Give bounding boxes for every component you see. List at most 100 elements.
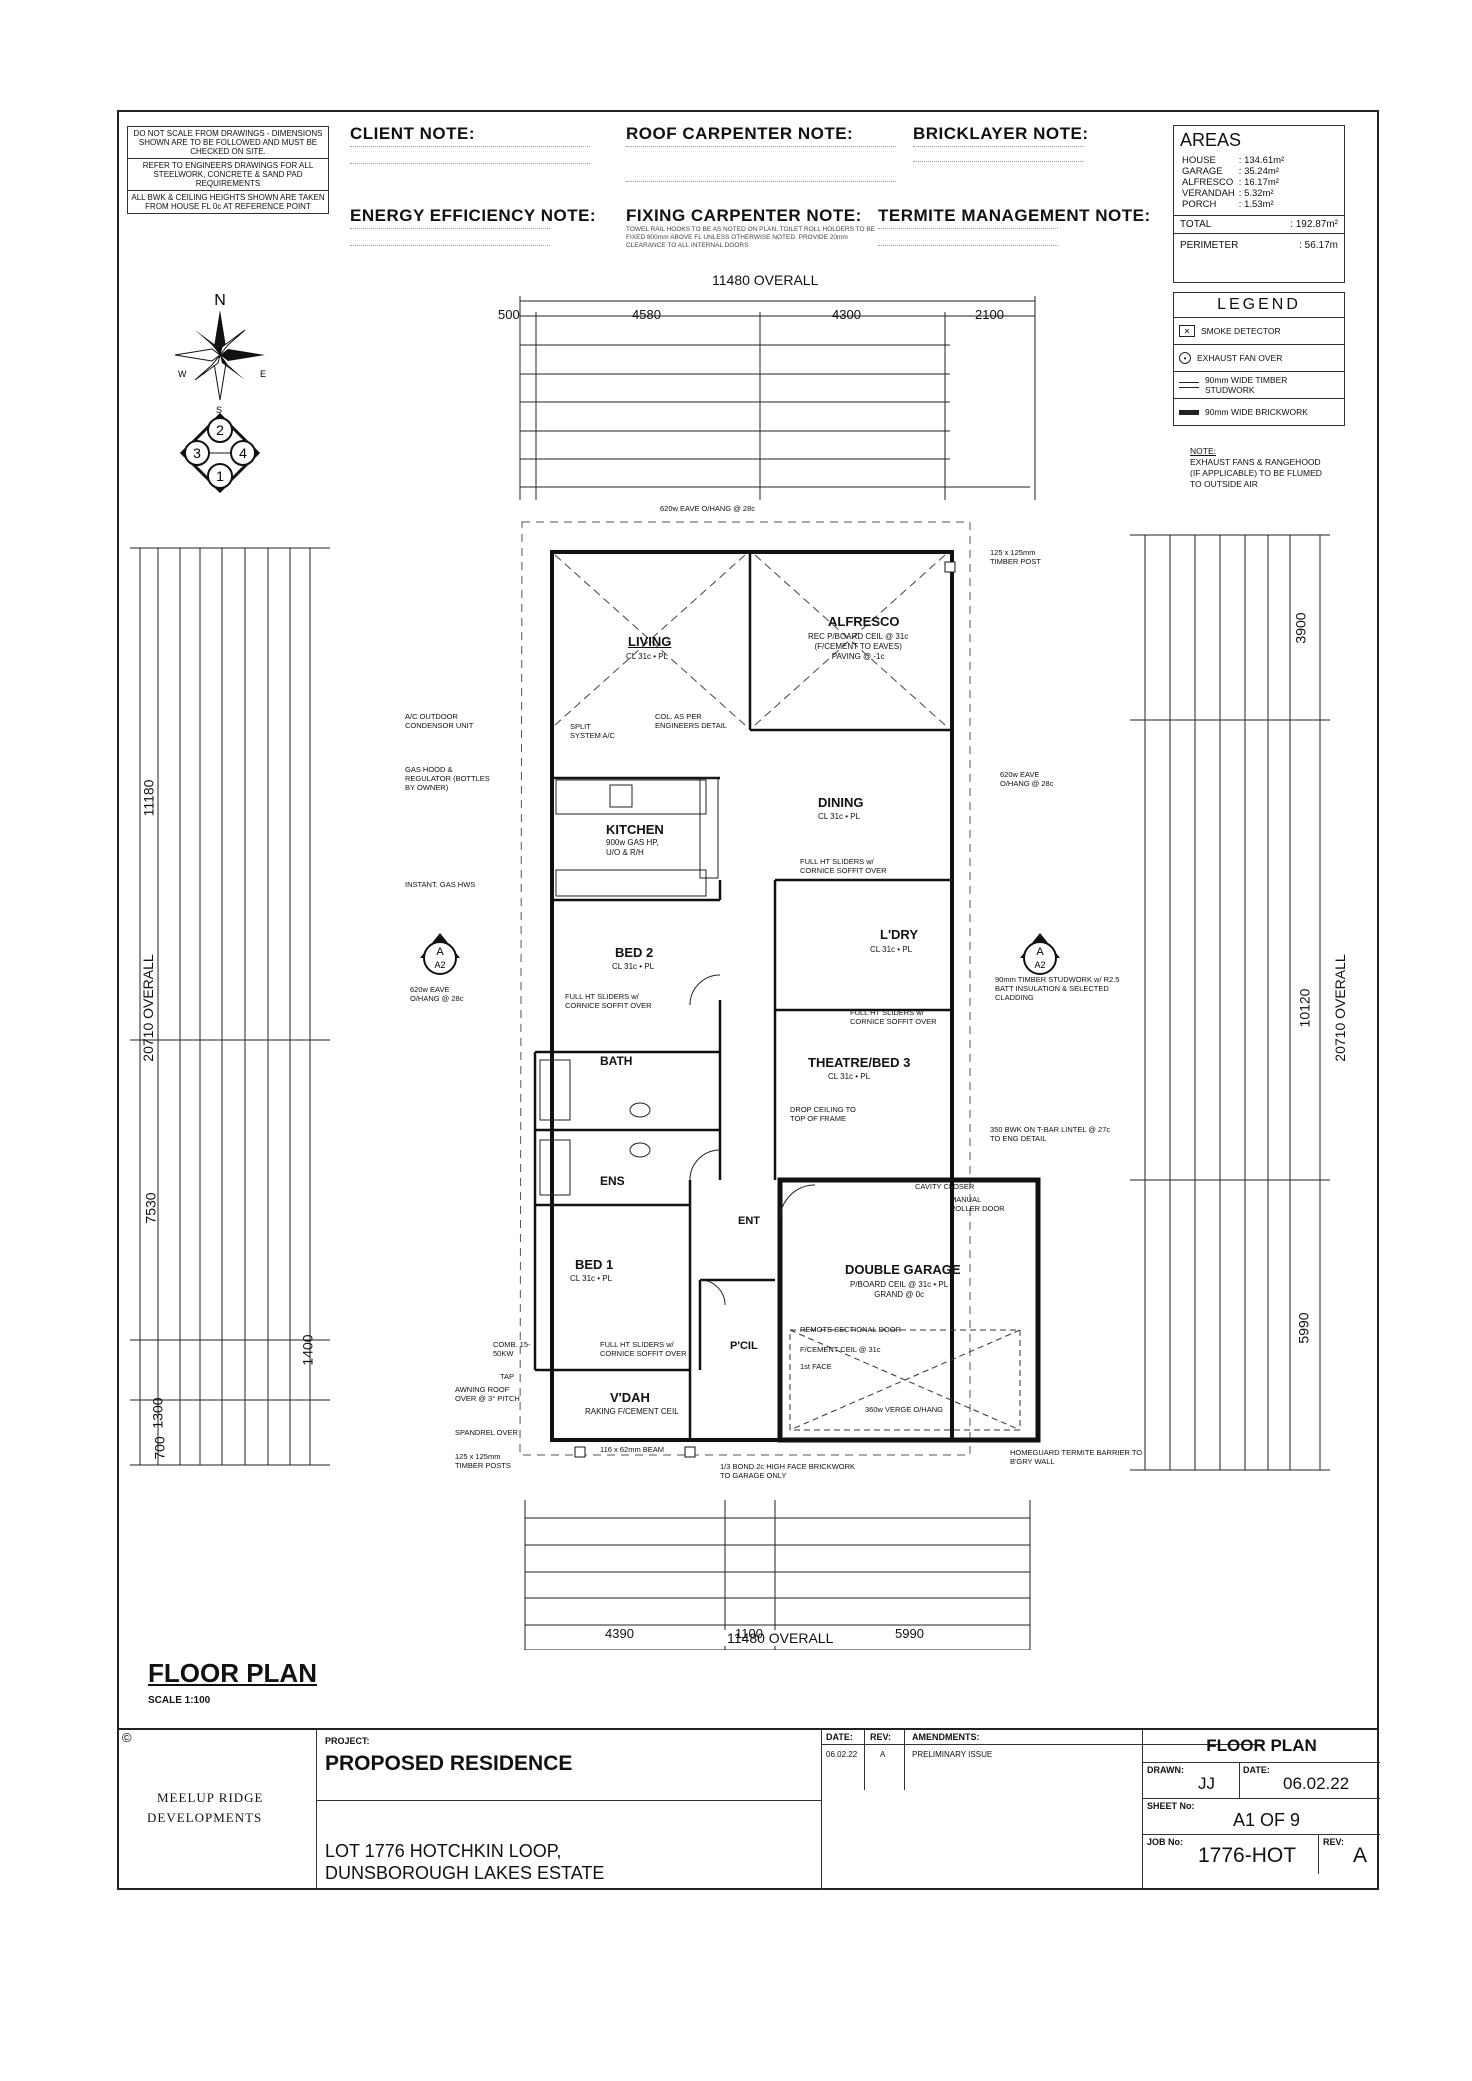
logo-line2: DEVELOPMENTS [147, 1810, 263, 1825]
right-dim: 5990 [1295, 1312, 1312, 1344]
bottom-dim: 5990 [895, 1626, 924, 1641]
areas-total-row: TOTAL : 192.87m² [1174, 215, 1344, 233]
svg-text:W: W [178, 369, 187, 379]
job-row: JOB No: 1776-HOT REV: A [1143, 1834, 1380, 1874]
callout-sliders-bed2: FULL HT SLIDERS w/ CORNICE SOFFIT OVER [565, 992, 652, 1010]
left-dim: 700 [151, 1436, 168, 1460]
legend: LEGEND ✕SMOKE DETECTOR •EXHAUST FAN OVER… [1173, 292, 1345, 426]
garage-floor: GRAND @ 0c [874, 1290, 925, 1299]
title-block: © MEELUP RIDGE DEVELOPMENTS PROJECT: PRO… [117, 1728, 1380, 1892]
divider [864, 1730, 865, 1790]
room-laundry: L'DRY [880, 927, 918, 942]
callout-sliders-theatre: FULL HT SLIDERS w/ CORNICE SOFFIT OVER [850, 1008, 937, 1026]
room-dining-ceiling: CL 31c • PL [818, 812, 861, 821]
address-line2: DUNSBOROUGH LAKES ESTATE [325, 1863, 605, 1883]
note-do-not-scale: DO NOT SCALE FROM DRAWINGS - DIMENSIONS … [128, 127, 328, 159]
drawn-value: JJ [1198, 1774, 1215, 1793]
room-living: LIVING [628, 634, 672, 649]
callout-split: SPLIT SYSTEM A/C [570, 722, 616, 740]
bottom-dim: 4390 [605, 1626, 634, 1641]
legend-label: 90mm WIDE TIMBER STUDWORK [1204, 375, 1288, 395]
timber-stud-icon [1179, 382, 1199, 388]
top-dim: 4580 [632, 307, 661, 322]
energy-note-text [350, 228, 550, 246]
area-label: VERANDAH [1182, 188, 1235, 199]
room-bed2: BED 2 [615, 945, 654, 960]
exhaust-note-line: EXHAUST FANS & RANGEHOOD [1190, 457, 1321, 467]
room-ens: ENS [600, 1174, 625, 1188]
area-value: : 35.24m² [1238, 166, 1279, 177]
divider [1239, 1762, 1240, 1798]
area-value: : 1.53m² [1238, 199, 1274, 210]
room-verandah: V'DAH [610, 1390, 650, 1405]
client-note-text [350, 146, 590, 164]
areas-perimeter-row: PERIMETER : 56.17m [1174, 233, 1344, 257]
client-note-heading: CLIENT NOTE: [350, 124, 475, 143]
sheet-title: FLOOR PLAN [1143, 1730, 1380, 1763]
area-value: : 16.17m² [1238, 177, 1279, 188]
legend-item: 90mm WIDE BRICKWORK [1174, 399, 1344, 425]
exhaust-note: NOTE: EXHAUST FANS & RANGEHOOD (IF APPLI… [1190, 446, 1322, 490]
brickwork-icon [1179, 409, 1199, 415]
room-kitchen: KITCHEN [606, 822, 664, 837]
top-dim: 500 [498, 307, 520, 322]
callout-sliders-bed1: FULL HT SLIDERS w/ CORNICE SOFFIT OVER [600, 1340, 687, 1358]
exhaust-note-line: (IF APPLICABLE) TO BE FLUMED [1190, 468, 1322, 478]
divider [1318, 1834, 1319, 1874]
title-block-logo-cell: © MEELUP RIDGE DEVELOPMENTS [117, 1730, 317, 1890]
room-laundry-ceiling: CL 31c • PL [870, 945, 913, 954]
room-alfresco: ALFRESCO [828, 614, 900, 629]
overall-width-bottom: 11480 OVERALL [724, 1630, 837, 1646]
callout-garage-ceiling: F/CEMENT CEIL @ 31c [800, 1345, 881, 1354]
callout-eave-top: 620w EAVE O/HANG @ 28c [660, 504, 756, 513]
section-marker-icon: A A2 [420, 933, 460, 975]
bricklayer-note-heading: BRICKLAYER NOTE: [913, 124, 1089, 143]
callout-spandrel: SPANDREL OVER [455, 1428, 518, 1437]
areas-table: AREAS HOUSE: 134.61m² GARAGE: 35.24m² AL… [1173, 125, 1345, 283]
termite-management-note-heading: TERMITE MANAGEMENT NOTE: [878, 206, 1151, 225]
room-verandah-ceiling: RAKING F/CEMENT CEIL [585, 1407, 679, 1416]
svg-text:A: A [436, 946, 444, 958]
section-marker-icon: A A2 [1020, 933, 1060, 975]
room-double-garage: DOUBLE GARAGE [845, 1262, 961, 1277]
job-value: 1776-HOT [1198, 1844, 1297, 1867]
callout-roller-door: MANUAL ROLLER DOOR [950, 1195, 1005, 1213]
date-value: 06.02.22 [1283, 1774, 1350, 1793]
copyright-icon: © [122, 1730, 132, 1745]
sheet-label: SHEET No: [1147, 1801, 1195, 1811]
right-dim: 10120 [1296, 988, 1313, 1028]
drawn-label: DRAWN: [1147, 1765, 1184, 1775]
overall-height-right: 20710 OVERALL [1332, 954, 1348, 1062]
area-value: : 134.61m² [1238, 155, 1285, 166]
svg-text:A2: A2 [1034, 960, 1045, 970]
callout-bond: 1/3 BOND 2c HIGH FACE BRICKWORK TO GARAG… [720, 1462, 856, 1480]
callout-comb: COMB. 15-50KW [493, 1340, 531, 1358]
room-theatre-ceiling: CL 31c • PL [828, 1072, 871, 1081]
room-bed2-ceiling: CL 31c • PL [612, 962, 655, 971]
perimeter-label: PERIMETER [1180, 240, 1239, 251]
floor-plan-drawing: A A2 A A2 [130, 296, 1330, 1650]
general-notes-box: DO NOT SCALE FROM DRAWINGS - DIMENSIONS … [127, 126, 329, 214]
project-label: PROJECT: [325, 1736, 370, 1746]
callout-termite: HOMEGUARD TERMITE BARRIER TO B'GRY WALL [1010, 1448, 1143, 1466]
overall-height-left: 20710 OVERALL [140, 954, 156, 1062]
room-dining: DINING [818, 795, 864, 810]
area-label: HOUSE [1182, 155, 1216, 166]
callout-timber-post: 125 x 125mm TIMBER POST [990, 548, 1041, 566]
kitchen-hotplate: 900w GAS HP, [606, 838, 659, 847]
top-dim: 4300 [832, 307, 861, 322]
fixing-note-text: TOWEL RAIL HOOKS TO BE AS NOTED ON PLAN.… [626, 226, 876, 249]
alfresco-paving: PAVING @ -1c [831, 652, 885, 661]
callout-sliders-dining: FULL HT SLIDERS w/ CORNICE SOFFIT OVER [800, 857, 887, 875]
callout-lintel: 350 BWK ON T-BAR LINTEL @ 27c TO ENG DET… [990, 1125, 1111, 1143]
room-bed1-ceiling: CL 31c • PL [570, 1274, 613, 1283]
drawing-title: FLOOR PLAN [148, 1658, 317, 1688]
room-entry: ENT [738, 1215, 760, 1227]
note-heights: ALL BWK & CEILING HEIGHTS SHOWN ARE TAKE… [131, 193, 325, 211]
amend-rev-label: REV: [870, 1732, 892, 1742]
callout-ac: A/C OUTDOOR CONDENSOR UNIT [405, 712, 474, 730]
perimeter-value: : 56.17m [1299, 240, 1338, 251]
project-name: PROPOSED RESIDENCE [325, 1752, 573, 1775]
